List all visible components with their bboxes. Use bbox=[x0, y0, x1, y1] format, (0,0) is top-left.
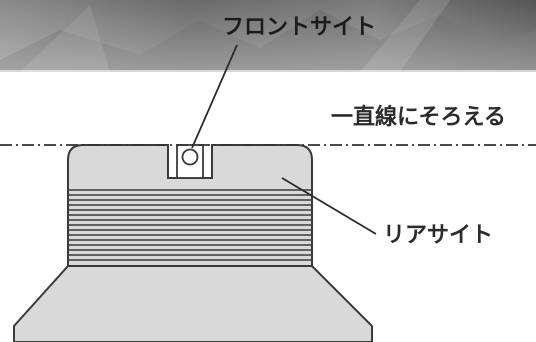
rear-sight-base bbox=[13, 265, 373, 342]
front-sight-leader bbox=[191, 44, 238, 149]
background-photo bbox=[0, 0, 536, 72]
front-sight-dot bbox=[181, 148, 199, 166]
front-sight-label: フロントサイト bbox=[222, 15, 376, 40]
rear-sight-serrations bbox=[69, 189, 311, 261]
align-line-label: 一直線にそろえる bbox=[331, 104, 506, 130]
front-sight bbox=[176, 144, 204, 179]
rear-sight-leader bbox=[281, 177, 377, 235]
rear-sight bbox=[13, 144, 373, 342]
rear-sight-label: リアサイト bbox=[383, 223, 493, 248]
